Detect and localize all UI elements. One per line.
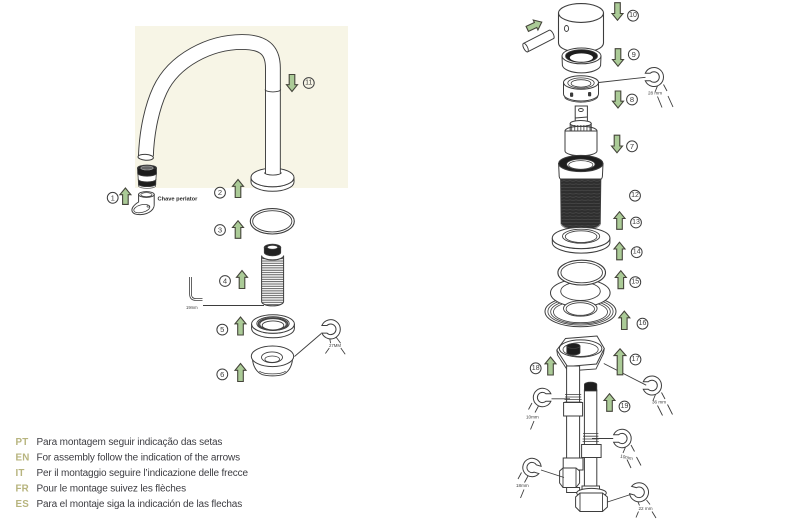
- svg-text:10mm: 10mm: [620, 454, 634, 462]
- svg-text:Chave perlator: Chave perlator: [158, 196, 199, 202]
- svg-text:27MM: 27MM: [329, 343, 341, 348]
- svg-text:4: 4: [223, 277, 227, 286]
- svg-text:36 mm: 36 mm: [652, 400, 666, 405]
- svg-text:14: 14: [633, 249, 641, 256]
- svg-text:18mm: 18mm: [516, 483, 529, 488]
- svg-text:17: 17: [632, 356, 640, 363]
- svg-text:19mm: 19mm: [186, 305, 198, 310]
- svg-text:22 mm: 22 mm: [639, 506, 653, 511]
- svg-text:3: 3: [218, 226, 222, 235]
- svg-text:1: 1: [111, 193, 115, 202]
- svg-text:2: 2: [218, 188, 222, 197]
- svg-text:28 mm: 28 mm: [648, 91, 662, 96]
- svg-text:13: 13: [632, 219, 640, 226]
- svg-text:6: 6: [220, 370, 224, 379]
- svg-text:16: 16: [639, 320, 647, 327]
- svg-text:IT: IT: [16, 468, 25, 479]
- svg-text:For assembly follow the indica: For assembly follow the indication of th…: [37, 453, 241, 464]
- svg-text:Para el montaje siga la indica: Para el montaje siga la indicación de la…: [37, 499, 243, 510]
- svg-text:PT: PT: [16, 437, 29, 448]
- svg-text:5: 5: [220, 325, 224, 334]
- svg-text:Pour le montage suivez les flè: Pour le montage suivez les flèches: [37, 483, 187, 494]
- svg-text:Per il montaggio seguire l’ind: Per il montaggio seguire l’indicazione d…: [37, 468, 249, 479]
- svg-text:8: 8: [630, 95, 634, 104]
- svg-text:9: 9: [632, 50, 636, 59]
- svg-text:Para montagem seguir indicação: Para montagem seguir indicação das setas: [37, 437, 223, 448]
- svg-text:15: 15: [631, 279, 639, 286]
- svg-text:7: 7: [630, 142, 634, 151]
- svg-text:18: 18: [532, 365, 540, 372]
- svg-text:EN: EN: [16, 453, 30, 464]
- svg-text:FR: FR: [16, 483, 29, 494]
- svg-text:12: 12: [631, 192, 639, 199]
- svg-text:10mm: 10mm: [526, 415, 539, 420]
- svg-text:ES: ES: [16, 499, 30, 510]
- svg-text:11: 11: [305, 80, 312, 87]
- svg-text:10: 10: [629, 12, 637, 19]
- svg-text:19: 19: [621, 403, 629, 410]
